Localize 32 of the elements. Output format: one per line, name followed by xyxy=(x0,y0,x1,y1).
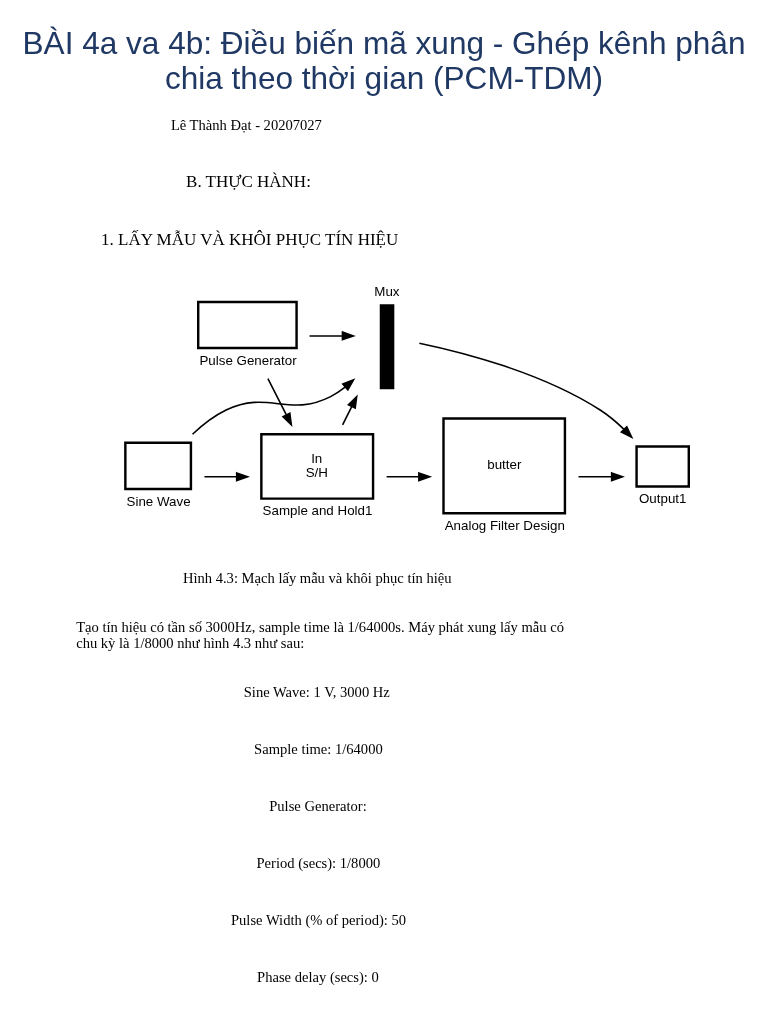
node-label: Sample and Hold1 xyxy=(262,503,373,519)
arrow xyxy=(577,471,625,482)
node-box: butter xyxy=(442,417,567,515)
arrow xyxy=(418,342,634,439)
label: Pulse Width (% of period): 50 xyxy=(231,911,407,928)
node-box: In S/H xyxy=(260,433,375,500)
node-bar xyxy=(379,304,395,390)
label: 1. LẤY MẪU VÀ KHÔI PHỤC TÍN HIỆU xyxy=(101,229,399,249)
label: Phase delay (secs): 0 xyxy=(257,969,379,986)
label: Pulse Generator: xyxy=(269,797,367,814)
arrow xyxy=(341,394,358,426)
label: Period (secs): 1/8000 xyxy=(256,854,381,871)
arrow xyxy=(203,471,250,482)
diagram-title: BÀI 4a va 4b: Điều biến mã xung - Ghép kênh phân chia theo thời gian (PCM-TDM) xyxy=(22,24,746,97)
arrow xyxy=(385,471,433,482)
node-label: Sine Wave xyxy=(126,493,191,509)
arrow xyxy=(191,378,356,436)
caption: Hình 4.3: Mạch lấy mẫu và khôi phục tín hiệu xyxy=(182,569,452,586)
arrow xyxy=(308,331,356,341)
node-box xyxy=(124,441,193,491)
node-label: Pulse Generator xyxy=(199,352,297,368)
node-label: Analog Filter Design xyxy=(444,517,565,533)
node-box xyxy=(635,445,690,488)
node-label: Output1 xyxy=(639,491,687,507)
label: Sample time: 1/64000 xyxy=(254,740,383,757)
label: B. THỰC HÀNH: xyxy=(186,172,311,192)
label: Tạo tín hiệu có tần số 3000Hz, sample time là 1/64000s. Máy phát xung lấy mẫu có chu kỳ là 1/8000 như hình 4.3 như sau: xyxy=(76,618,564,651)
node-label: Mux xyxy=(374,283,400,299)
label: Lê Thành Đạt - 20207027 xyxy=(170,116,322,133)
node-box xyxy=(197,300,298,350)
arrow xyxy=(267,377,293,427)
label: Sine Wave: 1 V, 3000 Hz xyxy=(243,683,390,700)
